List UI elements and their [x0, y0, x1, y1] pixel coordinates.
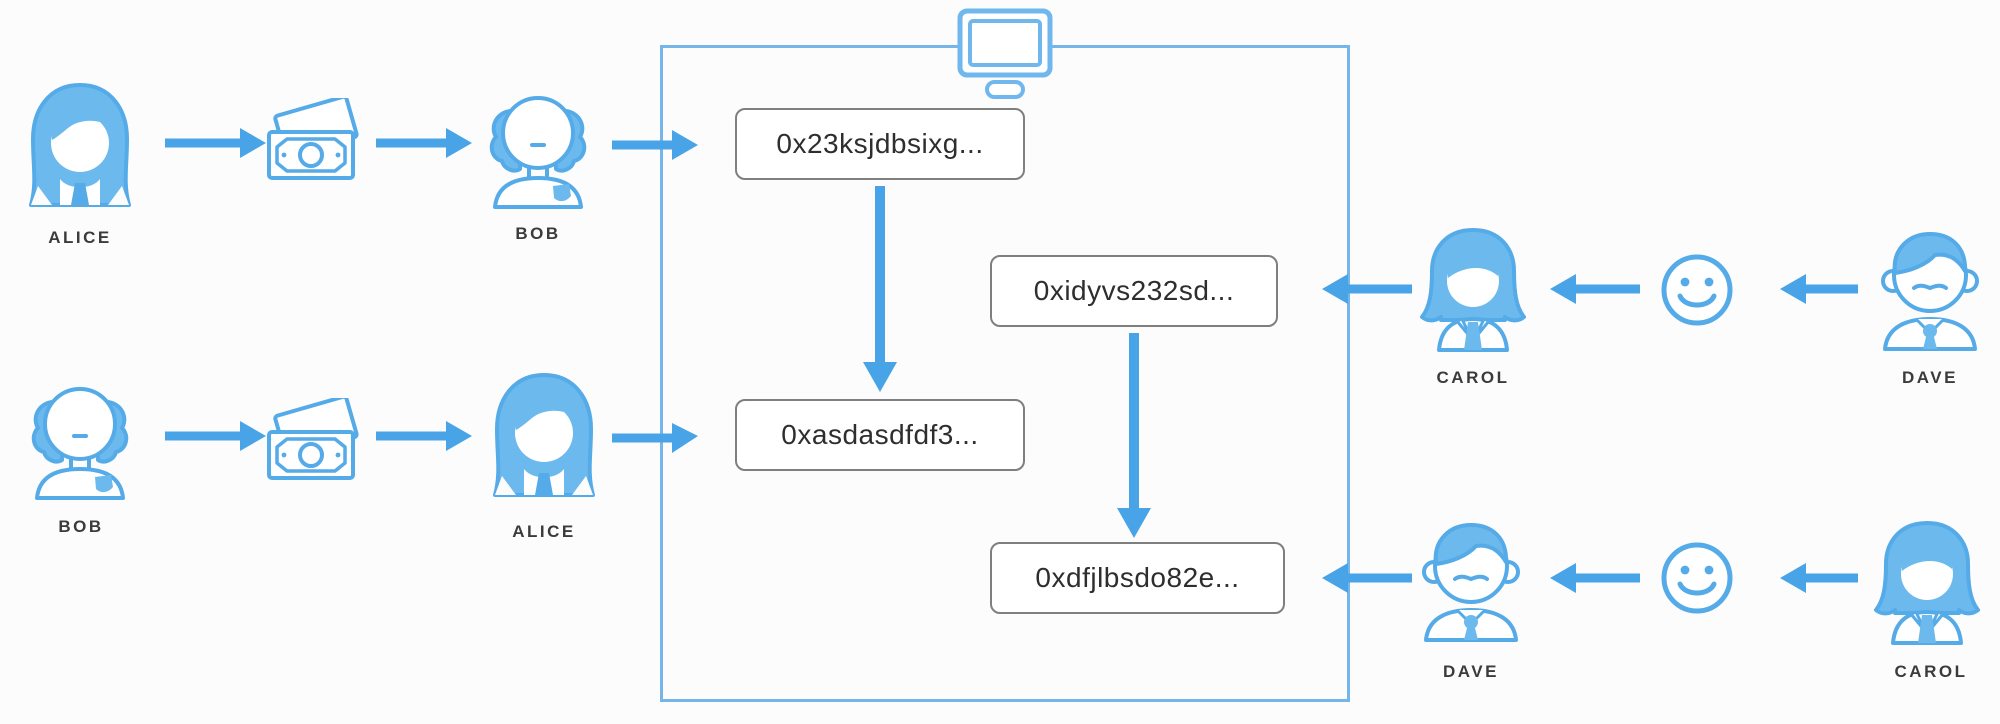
woman-bob-hair-icon	[1415, 224, 1531, 354]
bald-man-icon	[22, 372, 138, 502]
actor-label-carol-bottom: CAROL	[1894, 662, 1968, 681]
man-mustache-icon	[1872, 223, 1988, 353]
smiley-icon-top	[1659, 252, 1735, 328]
arrow-smiley-to-dave-bottom	[1550, 563, 1640, 593]
actor-label-dave-bottom: DAVE	[1443, 662, 1499, 681]
money-icon-top	[265, 98, 365, 182]
arrow-bob-to-money-bottom	[165, 421, 266, 451]
avatar-alice-bottom	[486, 370, 602, 500]
avatar-alice-top	[22, 80, 138, 210]
arrow-alice-to-money-top	[165, 128, 266, 158]
avatar-bob-top	[480, 81, 596, 211]
transaction-box-2: 0xidyvs232sd...	[990, 255, 1278, 327]
avatar-bob-bottom	[22, 372, 138, 502]
avatar-carol-bottom	[1869, 517, 1985, 647]
actor-label-bob-top: BOB	[515, 224, 561, 243]
actor-label-bob-bottom: BOB	[58, 517, 104, 536]
money-icon-bottom	[265, 398, 365, 482]
arrow-dave-to-smiley-top	[1780, 274, 1858, 304]
woman-long-hair-icon	[486, 370, 602, 500]
woman-long-hair-icon	[22, 80, 138, 210]
arrow-carol-to-smiley-bottom	[1780, 563, 1858, 593]
woman-bob-hair-icon	[1869, 517, 1985, 647]
actor-label-carol-top: CAROL	[1436, 368, 1510, 387]
arrow-smiley-to-carol-top	[1550, 274, 1640, 304]
avatar-dave-top	[1872, 223, 1988, 353]
avatar-dave-bottom	[1413, 514, 1529, 644]
actor-label-dave-top: DAVE	[1902, 368, 1958, 387]
bald-man-icon	[480, 81, 596, 211]
avatar-carol-top	[1415, 224, 1531, 354]
man-mustache-icon	[1413, 514, 1529, 644]
transaction-box-3: 0xasdasdfdf3...	[735, 399, 1025, 471]
smiley-icon-bottom	[1659, 540, 1735, 616]
transaction-hash: 0xidyvs232sd...	[1033, 275, 1235, 306]
transaction-box-4: 0xdfjlbsdo82e...	[990, 542, 1285, 614]
actor-label-alice-top: ALICE	[48, 228, 112, 247]
transaction-hash: 0x23ksjdbsixg...	[776, 128, 984, 159]
computer-icon	[957, 8, 1053, 100]
arrow-money-to-alice-bottom	[376, 421, 472, 451]
transaction-hash: 0xdfjlbsdo82e...	[1035, 562, 1240, 593]
arrow-money-to-bob-top	[376, 128, 472, 158]
transaction-box-1: 0x23ksjdbsixg...	[735, 108, 1025, 180]
actor-label-alice-bottom: ALICE	[512, 522, 576, 541]
transaction-hash: 0xasdasdfdf3...	[781, 419, 979, 450]
